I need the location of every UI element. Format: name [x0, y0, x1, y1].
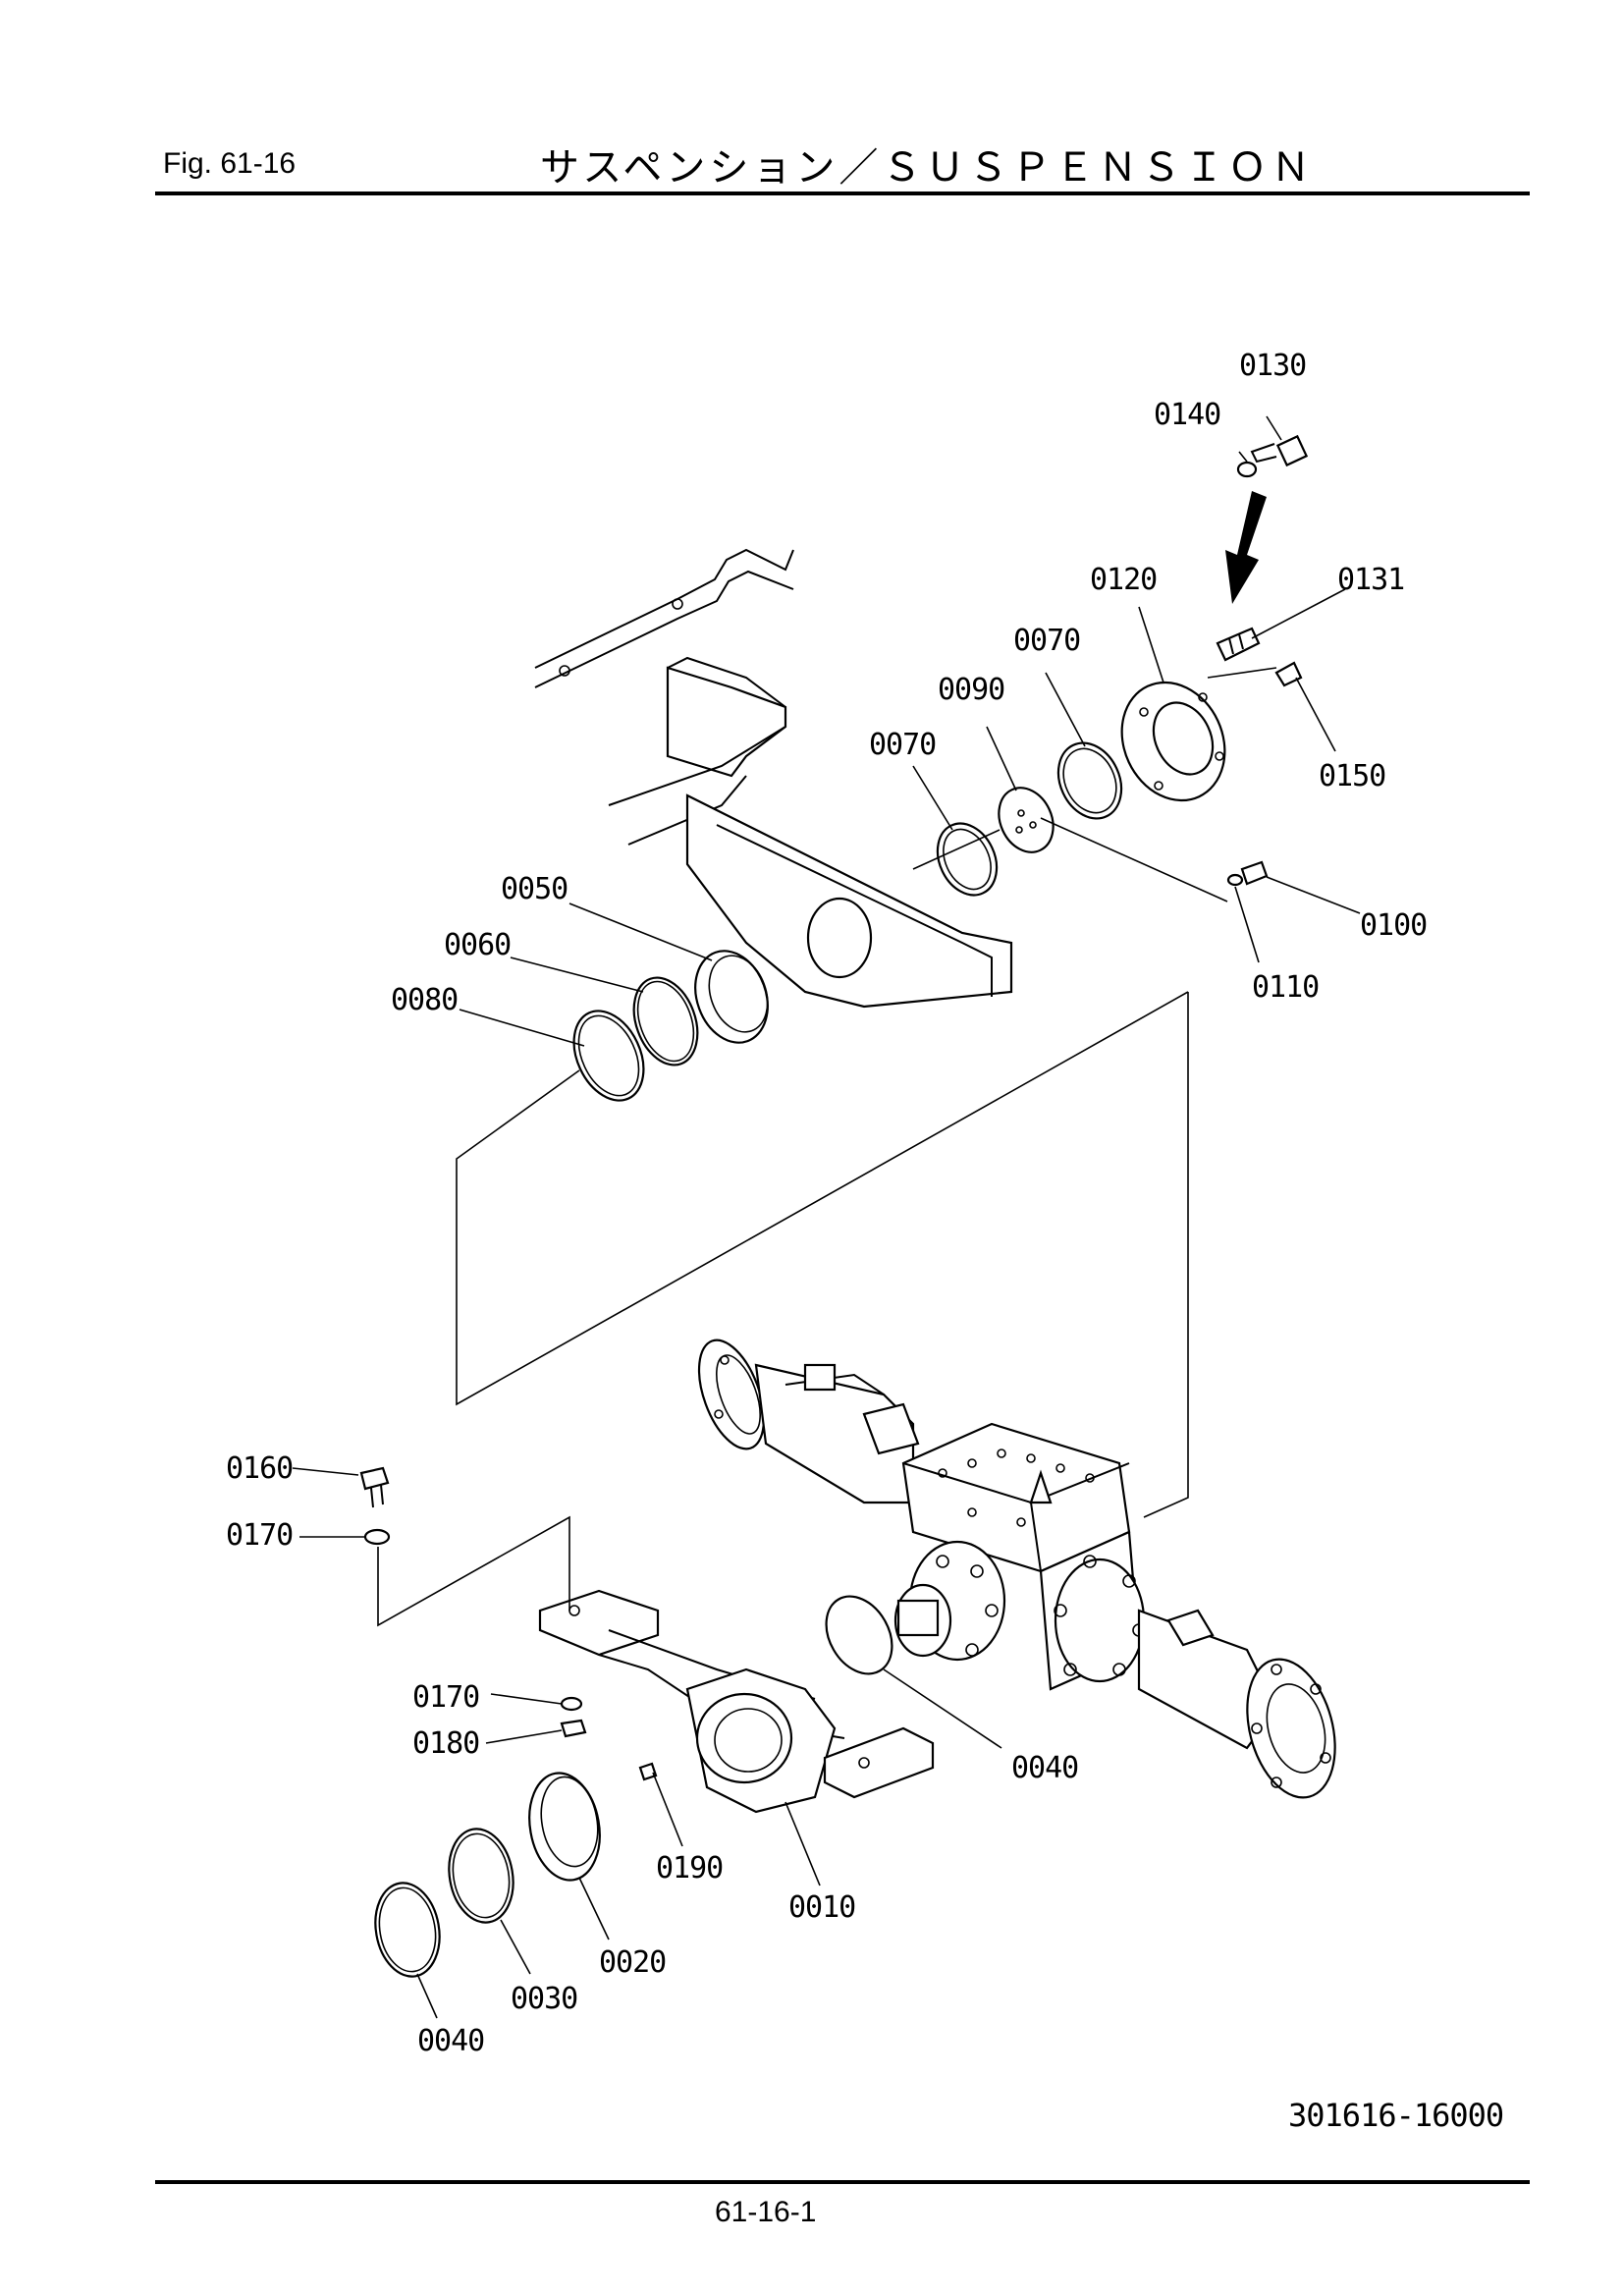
callout-0040-upper: 0040 — [1011, 1751, 1078, 1785]
leader-lines — [292, 415, 1361, 2019]
callout-0160: 0160 — [226, 1451, 293, 1486]
callout-0040-lower: 0040 — [417, 2024, 484, 2058]
axle-support-0010 — [538, 1589, 935, 1814]
callout-0190: 0190 — [656, 1851, 723, 1886]
callout-0180: 0180 — [412, 1726, 479, 1761]
upper-bushing-set — [572, 950, 769, 1102]
callout-0120: 0120 — [1090, 563, 1157, 597]
header-rule — [155, 191, 1530, 195]
bolt-0130 — [1250, 434, 1309, 467]
callout-0131: 0131 — [1337, 563, 1404, 597]
direction-arrow-icon — [1225, 491, 1267, 604]
callout-0170-left: 0170 — [226, 1518, 293, 1553]
callout-0050: 0050 — [501, 872, 568, 906]
washer-0170a — [363, 1528, 391, 1546]
lower-bushing-set — [374, 1772, 601, 1978]
callout-0170-lower: 0170 — [412, 1680, 479, 1715]
axle-housing — [697, 1339, 1336, 1799]
figure-label: Fig. 61-16 — [163, 147, 297, 180]
callout-0090: 0090 — [938, 673, 1004, 707]
callout-0060: 0060 — [444, 928, 511, 962]
drawing-number: 301616-16000 — [1288, 2097, 1504, 2134]
callout-labels: 0130 0140 0120 0131 0070 0090 0070 0150 … — [226, 349, 1428, 2058]
frame-bracket — [534, 548, 1013, 1009]
callout-0020: 0020 — [599, 1945, 666, 1980]
washer-0110 — [1226, 873, 1244, 887]
bolt-0160 — [359, 1466, 390, 1508]
bolt-0100 — [1240, 860, 1269, 886]
page-title: サスペンション／ＳＵＳＰＥＮＳＩＯＮ — [540, 145, 1315, 191]
callout-0100: 0100 — [1360, 908, 1427, 943]
callout-0010: 0010 — [788, 1890, 855, 1925]
grease-fitting-0190 — [638, 1762, 658, 1781]
o-ring-0040a — [825, 1595, 893, 1675]
thrust-washers — [936, 741, 1123, 897]
nut-0180 — [560, 1719, 587, 1738]
retainer-plate — [1120, 681, 1226, 802]
callout-0110: 0110 — [1252, 970, 1319, 1005]
callout-0140: 0140 — [1154, 398, 1220, 432]
washer-0140 — [1236, 461, 1258, 478]
callout-0130: 0130 — [1239, 349, 1306, 383]
callout-0080: 0080 — [391, 983, 458, 1017]
callout-0070-upper: 0070 — [1013, 624, 1080, 658]
callout-0150: 0150 — [1319, 759, 1385, 793]
callout-0070-lower: 0070 — [869, 728, 936, 762]
fitting-0150 — [1274, 661, 1303, 687]
washer-0170b — [560, 1696, 583, 1712]
callout-0030: 0030 — [511, 1982, 577, 2016]
page-number: 61-16-1 — [715, 2196, 817, 2228]
grease-fitting-0131 — [1216, 627, 1261, 662]
footer-rule — [155, 2180, 1530, 2184]
